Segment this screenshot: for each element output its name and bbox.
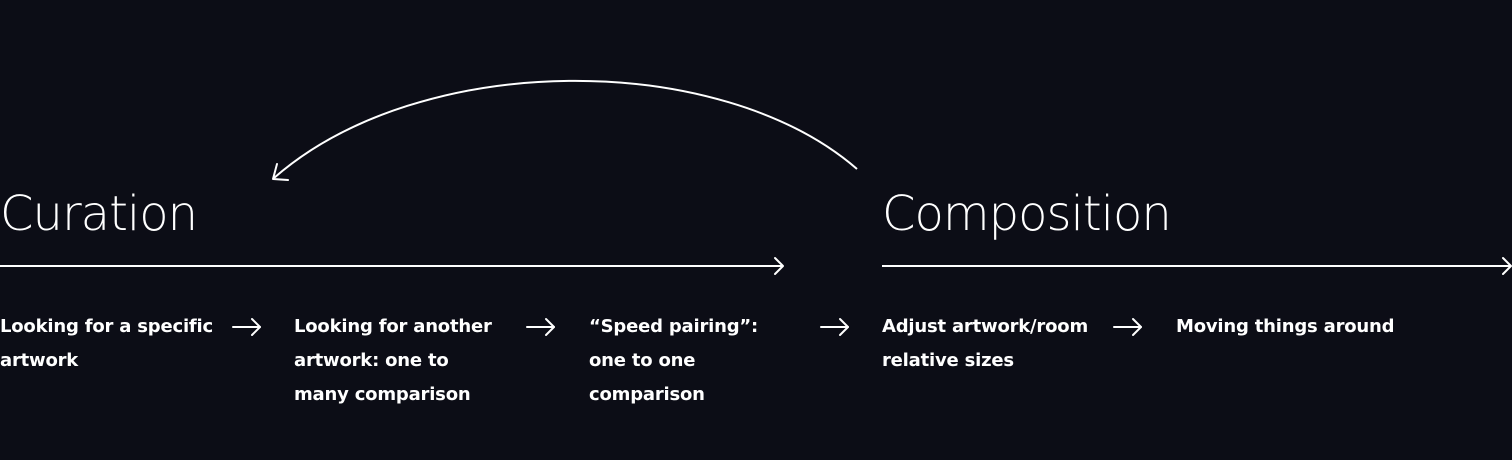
step-speed-pairing: “Speed pairing”: one to one comparison (589, 316, 759, 405)
feedback-loop-arrow (273, 79, 858, 179)
step-arrow-icon (820, 318, 849, 336)
step-looking-for-specific-artwork: Looking for a specific artwork (0, 316, 213, 371)
step-arrow-icon (232, 318, 261, 336)
feedback-loop-arrowhead-icon (272, 163, 289, 181)
phase-title-curation: Curation (0, 186, 198, 242)
step-arrow-icon (1113, 318, 1142, 336)
step-adjust-relative-sizes: Adjust artwork/room relative sizes (882, 316, 1088, 371)
phase-title-composition: Composition (882, 186, 1172, 242)
composition-timeline-arrowhead-icon (1502, 257, 1512, 275)
step-looking-for-another-artwork: Looking for another artwork: one to many… (294, 316, 492, 405)
curation-timeline-arrowhead-icon (774, 257, 784, 275)
step-arrow-icon (526, 318, 555, 336)
step-moving-things-around: Moving things around (1176, 316, 1395, 337)
